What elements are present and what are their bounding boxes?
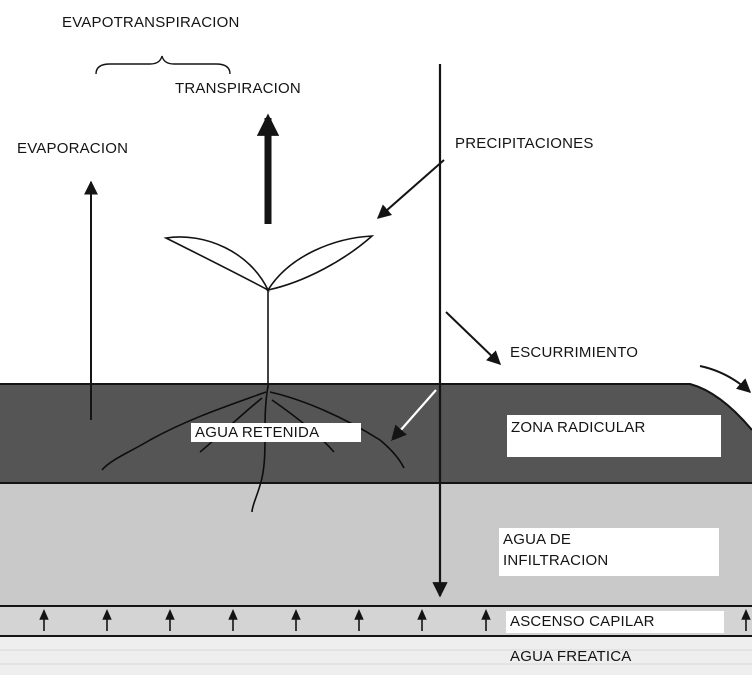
- capillary-arrows: [39, 609, 751, 631]
- agua-freatica-label: AGUA FREATICA: [510, 648, 632, 665]
- escurrimiento-label: ESCURRIMIENTO: [510, 344, 639, 361]
- evapotranspiracion-brace: [95, 55, 231, 75]
- capillary-arrow-head: [354, 609, 364, 620]
- capillary-arrow-head: [741, 609, 751, 620]
- transpiracion-label: TRANSPIRACION: [175, 80, 301, 97]
- zona-radicular-layer: [0, 384, 752, 483]
- right-leaf: [266, 235, 375, 292]
- agua-de-infiltracion-label: AGUA DE INFILTRACION: [499, 528, 719, 576]
- capillary-arrow-head: [165, 609, 175, 620]
- slope-runoff-arrow: [699, 365, 752, 393]
- capillary-arrow-head: [291, 609, 301, 620]
- freatica-texture: [0, 649, 752, 665]
- escurrimiento-arrow: [445, 311, 502, 365]
- evaporacion-label: EVAPORACION: [17, 140, 129, 157]
- capillary-arrow-head: [417, 609, 427, 620]
- left-leaf: [163, 236, 270, 292]
- layer-boundaries: [0, 383, 752, 637]
- capillary-arrow-head: [39, 609, 49, 620]
- evapotranspiracion-label: EVAPOTRANSPIRACION: [62, 14, 240, 31]
- zona-radicular-label: ZONA RADICULAR: [507, 415, 721, 457]
- capillary-arrow-head: [481, 609, 491, 620]
- agua-retenida-label: AGUA RETENIDA: [191, 423, 361, 442]
- agua-de-infiltracion-line2: INFILTRACION: [503, 552, 609, 569]
- capillary-arrow-head: [102, 609, 112, 620]
- plant: [163, 235, 375, 388]
- ascenso-capilar-label: ASCENSO CAPILAR: [506, 611, 724, 633]
- capillary-arrow-head: [228, 609, 238, 620]
- agua-retenida-arrow: [390, 389, 437, 442]
- precipitaciones-plant-arrow: [376, 159, 445, 219]
- agua-de-infiltracion-line1: AGUA DE: [503, 531, 572, 548]
- agua-freatica-layer: [0, 636, 752, 675]
- precipitaciones-label: PRECIPITACIONES: [455, 135, 594, 152]
